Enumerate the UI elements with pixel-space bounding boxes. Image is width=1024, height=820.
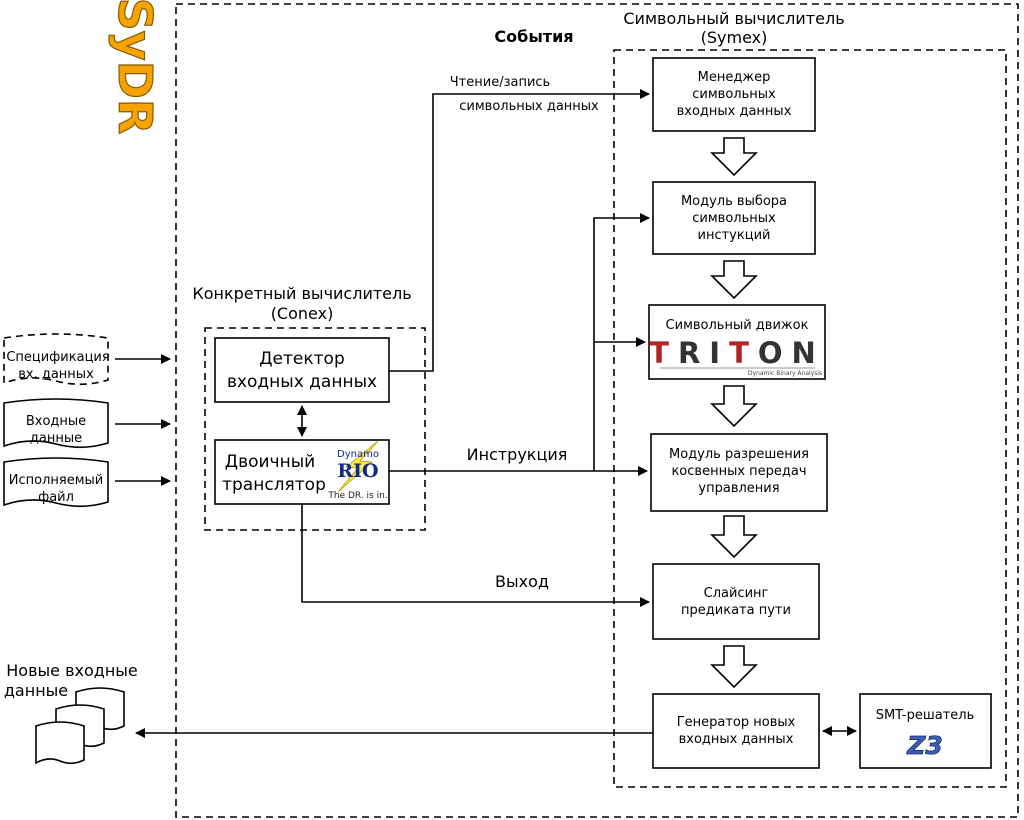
lightning-bolt-icon [337,440,379,493]
input-data-label-line2: данные [30,431,82,446]
detector-block: Детектор входных данных [214,337,390,403]
dynamorio-main: RIO [337,460,378,482]
input-data-document: Входные данные [3,398,109,449]
symex-title-line2: (Symex) [701,28,768,47]
conex-title-line2: (Conex) [271,304,334,323]
sydr-logo-text: SyDR [108,0,162,134]
executable-label-line1: Исполняемый [9,473,103,488]
triton-word: TRITON [649,336,825,370]
smt-block: SMT-решатель Z3 [859,693,992,769]
engine-block: Символьный движок TRITON Dynamic Binary … [648,304,826,380]
new-inputs-label-line2: данные [4,681,68,700]
triton-tagline: Dynamic Binary Analysis [748,370,822,377]
instruction-label: Инструкция [467,445,568,464]
output-edge [301,504,650,607]
selector-label-line3: инстукций [698,228,771,243]
manager-block: Менеджер символьных входных данных [652,57,816,132]
manager-label-line3: входных данных [677,104,792,119]
input-data-label-line1: Входные [26,414,86,429]
translator-label-line2: транслятор [222,475,326,495]
resolver-block: Модуль разрешения косвенных передач упра… [650,433,828,512]
output-label: Выход [495,572,549,591]
dynamorio-top: Dynamo [337,449,379,460]
spec-label-line2: вх. данных [18,367,94,382]
executable-label-line2: файл [38,490,74,505]
flow-arrow-4 [710,515,758,559]
events-container [175,3,1019,818]
conex-container [204,327,426,531]
slicing-label-line2: предиката пути [681,603,791,618]
rw-edge [389,89,650,372]
generator-label-line1: Генератор новых [677,715,796,730]
rw-label-line2: символьных данных [459,99,599,114]
triton-logo: TRITON Dynamic Binary Analysis [649,336,825,377]
selector-label-line1: Модуль выбора [681,194,787,209]
translator-label-line1: Двоичный [225,452,315,472]
dynamorio-tagline: The DR. is in. [327,491,387,501]
selector-label-line2: символьных [692,211,776,226]
rw-label-line1: Чтение/запись [450,75,550,90]
flow-arrow-5 [710,645,758,689]
spec-document: Спецификация вх. данных [3,333,110,386]
resolver-label-line1: Модуль разрешения [669,447,809,462]
z3-logo: Z3 [906,731,943,760]
instruction-branch [593,213,650,471]
engine-label: Символьный движок [666,318,809,333]
manager-label-line2: символьных [692,87,776,102]
flow-arrow-2 [710,260,758,300]
slicing-block: Слайсинг предиката пути [652,563,820,640]
generator-block: Генератор новых входных данных [652,693,820,769]
slicing-label-line1: Слайсинг [704,586,769,601]
sydr-logo: SyDR [107,0,162,135]
flow-arrow-1 [710,137,758,177]
symex-title-line1: Символьный вычислитель [623,9,844,28]
dynamorio-logo: Dynamo RIO The DR. is in. [327,440,388,501]
resolver-label-line2: косвенных передач [671,464,806,479]
flow-arrow-3 [710,385,758,428]
manager-label-line1: Менеджер [698,70,771,85]
events-label: События [494,27,573,46]
executable-document: Исполняемый файл [3,457,109,508]
new-inputs-label-line1: Новые входные [6,661,138,680]
translator-block: Двоичный транслятор Dynamo RIO The DR. i… [214,439,390,505]
symex-container [613,49,1007,788]
generator-label-line2: входных данных [679,732,794,747]
spec-label-line1: Спецификация [6,350,109,365]
detector-label-line1: Детектор [259,349,344,369]
smt-label: SMT-решатель [876,708,975,723]
selector-block: Модуль выбора символьных инстукций [652,181,816,255]
detector-label-line2: входных данных [227,372,377,392]
conex-title-line1: Конкретный вычислитель [192,284,411,303]
new-inputs-documents [35,687,125,765]
resolver-label-line3: управления [698,481,779,496]
